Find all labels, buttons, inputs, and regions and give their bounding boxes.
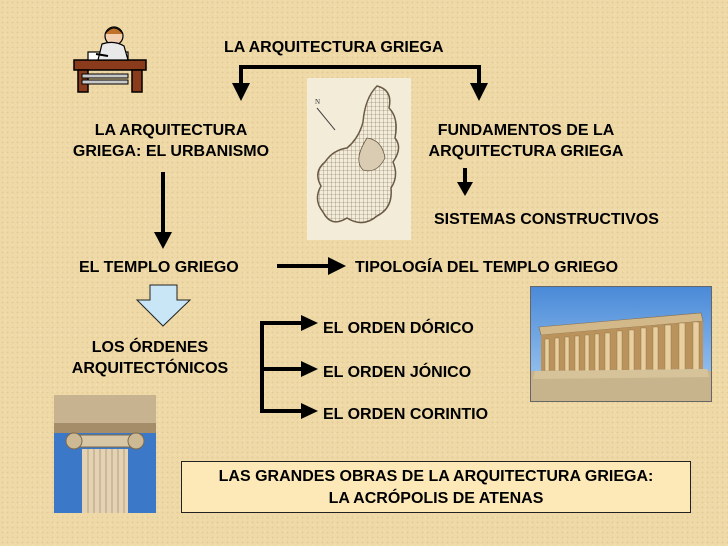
diagram-title: LA ARQUITECTURA GRIEGA [224,39,444,56]
node-urbanismo-line1: LA ARQUITECTURA [94,122,248,139]
node-ordenes-line1: LOS ÓRDENES [91,339,209,356]
footer-line1: LAS GRANDES OBRAS DE LA ARQUITECTURA GRI… [218,468,654,485]
svg-text:N: N [315,98,320,106]
node-templo: EL TEMPLO GRIEGO [79,259,239,276]
node-urbanismo: LA ARQUITECTURA GRIEGA: EL URBANISMO [61,120,281,162]
node-sistemas: SISTEMAS CONSTRUCTIVOS [434,211,659,228]
node-ordenes-line2: ARQUITECTÓNICOS [71,360,229,377]
node-fundamentos: FUNDAMENTOS DE LA ARQUITECTURA GRIEGA [414,120,638,162]
node-corintio: EL ORDEN CORINTIO [323,406,489,423]
node-fundamentos-line1: FUNDAMENTOS DE LA [437,122,615,139]
node-urbanismo-line2: GRIEGA: EL URBANISMO [72,143,270,160]
footer-acropolis-box: LAS GRANDES OBRAS DE LA ARQUITECTURA GRI… [181,461,691,513]
node-fundamentos-line2: ARQUITECTURA GRIEGA [428,143,624,160]
node-tipologia: TIPOLOGÍA DEL TEMPLO GRIEGO [355,259,619,276]
city-plan-map: N [307,78,411,240]
node-dorico: EL ORDEN DÓRICO [323,320,474,337]
footer-line2: LA ACRÓPOLIS DE ATENAS [328,490,544,507]
node-ordenes: LOS ÓRDENES ARQUITECTÓNICOS [60,337,240,379]
parthenon-photo [530,286,712,402]
student-clipart [73,26,147,93]
node-jonico: EL ORDEN JÓNICO [323,364,472,381]
ionic-column-photo [54,395,156,513]
